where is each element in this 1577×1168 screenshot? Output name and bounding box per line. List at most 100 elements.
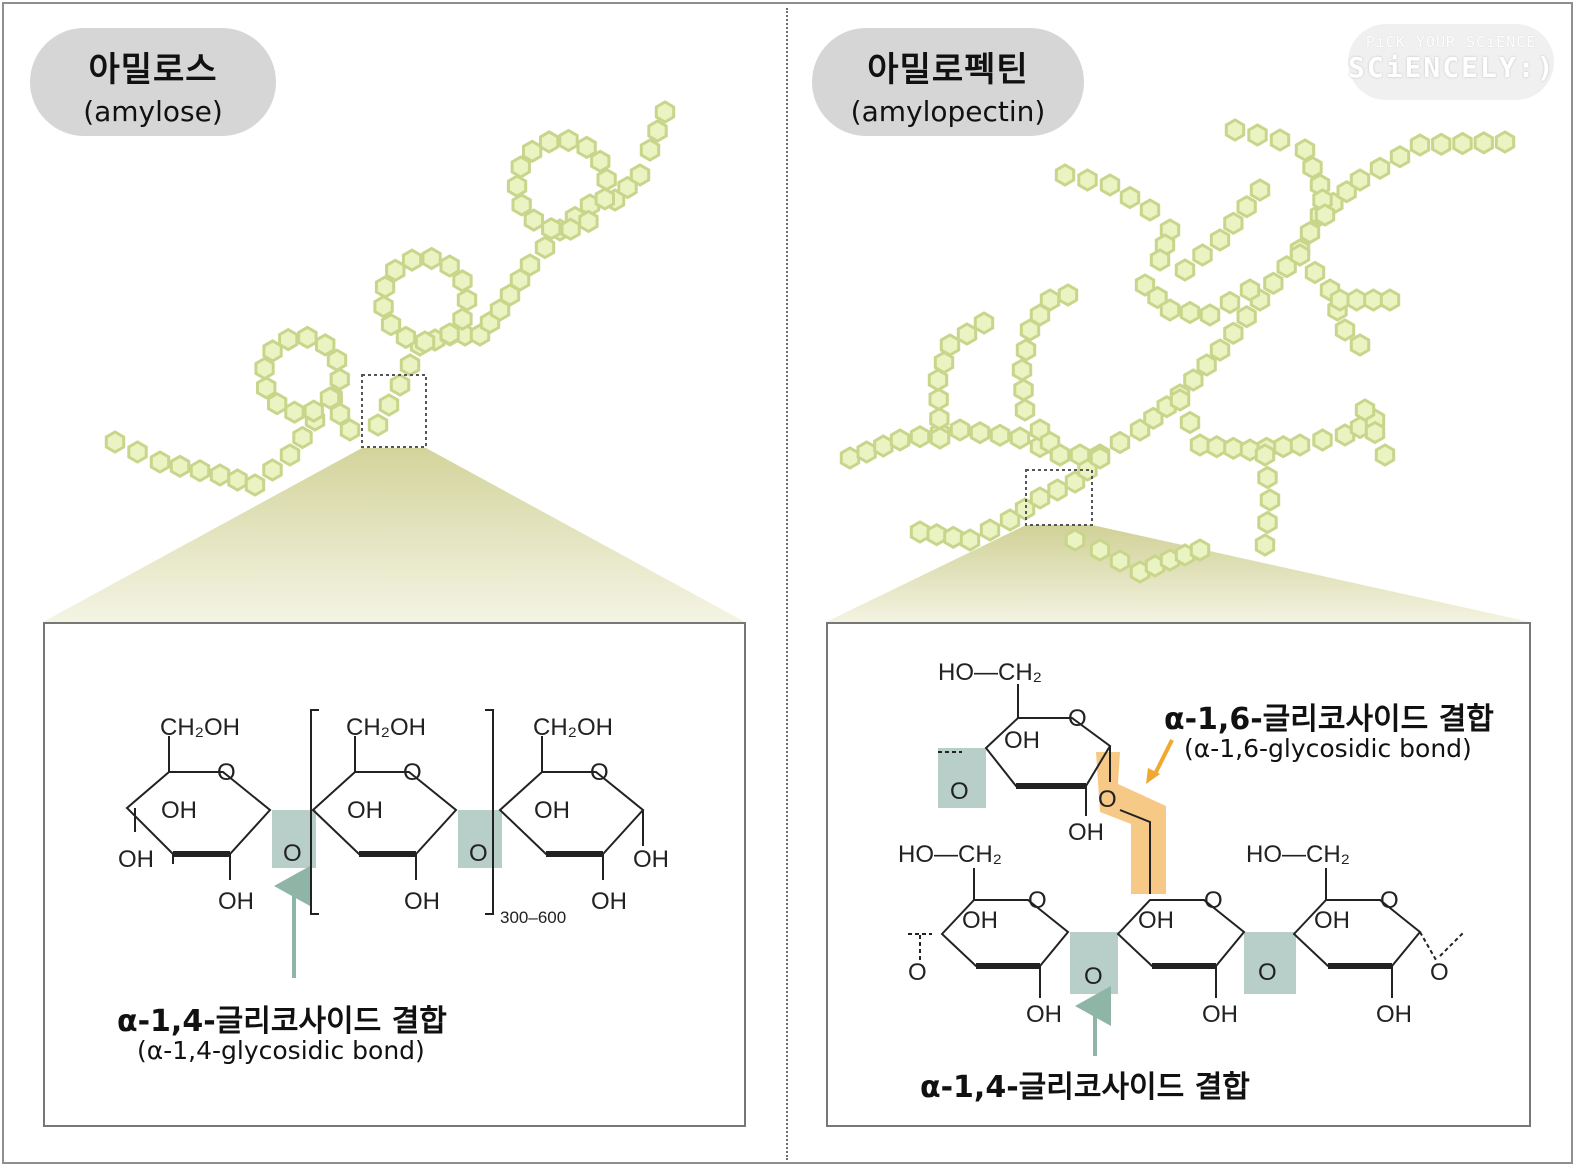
glucose-unit-icon [929, 426, 951, 450]
glucose-unit-icon [1329, 288, 1351, 312]
glucose-unit-icon [973, 311, 995, 335]
glucose-unit-icon [367, 413, 389, 437]
glucose-unit-icon [329, 402, 351, 426]
alpha16-arrowhead [1146, 768, 1160, 784]
glucose-unit-icon [1294, 138, 1316, 162]
glucose-unit-icon [1013, 378, 1034, 402]
bond-highlight-1 [272, 810, 316, 868]
glucose-unit-icon [1196, 353, 1217, 377]
amylopectin-branch-bond-ko: α-1,6-글리코사이드 결합 [1164, 702, 1494, 737]
glucose-unit-icon [284, 400, 305, 424]
glucose-unit-icon [956, 322, 978, 346]
glucose-unit-icon [969, 420, 991, 445]
ho-ch2-label: HO—CH₂ [938, 659, 1042, 686]
bridge-oxygen: O [1084, 963, 1103, 990]
glucose-unit-icon [1223, 211, 1244, 236]
glucose-unit-icon [654, 100, 676, 124]
glucose-unit-icon [1209, 228, 1231, 252]
glucose-unit-icon [1239, 278, 1261, 302]
glucose-unit-icon [127, 440, 148, 464]
glucose-unit-icon [1011, 358, 1033, 382]
main-glucose-ring-3 [1292, 868, 1465, 998]
glucose-unit-icon [839, 446, 861, 470]
glucose-unit-icon [979, 518, 1001, 542]
glucose-unit-icon [1302, 155, 1323, 180]
glucose-unit-icon [1473, 131, 1494, 155]
glucose-unit-icon [510, 155, 531, 179]
glucose-unit-icon [254, 356, 275, 381]
bond-highlight-main-1 [1070, 932, 1118, 994]
glucose-unit-icon [959, 528, 981, 552]
alpha16-bond-arrow [1152, 739, 1174, 777]
glucose-ring-2 [311, 736, 458, 880]
glucose-unit-icon [339, 418, 361, 442]
glucose-unit-icon [1289, 433, 1311, 457]
glucose-unit-icon [928, 387, 949, 412]
bond-highlight-main-2 [1244, 932, 1296, 994]
bridge-oxygen: O [908, 959, 927, 986]
glucose-unit-icon [1057, 283, 1079, 307]
bond-highlight-branch-top [938, 748, 986, 808]
glucose-unit-icon [1064, 528, 1086, 552]
glucose-unit-icon [1049, 443, 1071, 467]
glucose-unit-icon [1363, 288, 1384, 312]
bridge-oxygen-1: O [283, 840, 302, 867]
oh-label: OH [1138, 907, 1174, 934]
glucose-unit-icon [1134, 273, 1156, 297]
glucose-unit-icon [303, 399, 324, 423]
bond-highlight-2 [458, 810, 502, 868]
oh-label: OH [1004, 727, 1040, 754]
glucose-unit-icon [1409, 133, 1431, 157]
glucose-unit-icon [1254, 533, 1276, 557]
glucose-unit-icon [1089, 538, 1111, 562]
amylopectin-title-badge: 아밀로펙틴 (amylopectin) [812, 28, 1084, 136]
glucose-unit-icon [169, 454, 191, 479]
sciencely-logo: PiCK YOUR SCiENCE SCiENCELY:) [1348, 24, 1554, 100]
glucose-unit-icon [1047, 478, 1068, 502]
glucose-unit-icon [1236, 304, 1257, 329]
ho-ch2-label: HO—CH₂ [898, 841, 1002, 868]
glucose-unit-icon [1389, 144, 1411, 169]
glucose-unit-icon [1354, 398, 1376, 422]
glucose-unit-icon [452, 307, 473, 331]
glucose-unit-icon [278, 327, 299, 352]
oh-label: OH [118, 846, 154, 873]
ring-oxygen: O [1068, 705, 1087, 732]
glucose-unit-icon [399, 353, 421, 377]
oh-label: OH [633, 846, 669, 873]
glucose-unit-icon [1206, 434, 1227, 459]
oh-label: OH [347, 797, 383, 824]
glucose-unit-icon [909, 520, 931, 544]
glucose-unit-icon [1452, 131, 1473, 156]
glucose-unit-icon [889, 428, 911, 452]
glucose-unit-icon [939, 333, 961, 357]
glucose-unit-icon [439, 322, 460, 346]
amylose-structure-panel: CH₂OH CH₂OH CH₂OH O O O O O OH OH OH OH … [43, 622, 746, 1127]
glucose-unit-icon [576, 135, 597, 160]
amylopectin-main-bond-ko: α-1,4-글리코사이드 결합 [920, 1070, 1250, 1105]
ring-oxygen: O [1028, 887, 1047, 914]
glucose-unit-icon [943, 525, 964, 550]
glucose-unit-icon [279, 443, 301, 467]
glucose-unit-icon [578, 209, 599, 234]
repeat-brackets [310, 709, 494, 915]
glucose-unit-icon [558, 128, 579, 153]
glucose-unit-icon [1192, 243, 1213, 267]
glucose-ring-1 [125, 736, 272, 880]
glucose-unit-icon [534, 235, 556, 260]
amylopectin-branch-bond-en: (α-1,6-glycosidic bond) [1184, 734, 1472, 763]
glucose-unit-icon [1199, 303, 1221, 327]
glucose-unit-icon [1109, 430, 1131, 455]
glucose-unit-icon [1089, 446, 1111, 470]
glucose-unit-icon [926, 522, 947, 547]
logo-tagline: PiCK YOUR SCiENCE [1365, 33, 1537, 51]
glucose-unit-icon [523, 208, 544, 232]
glucose-unit-icon [1269, 128, 1291, 152]
glucose-unit-icon [1179, 300, 1201, 325]
zoom-cone-left [43, 448, 745, 622]
glucose-unit-icon [315, 333, 336, 357]
glucose-unit-icon [1147, 285, 1168, 310]
glucose-unit-icon [374, 275, 396, 299]
ho-ch2-label: HO—CH₂ [1246, 841, 1350, 868]
glucose-unit-icon [1039, 288, 1061, 312]
